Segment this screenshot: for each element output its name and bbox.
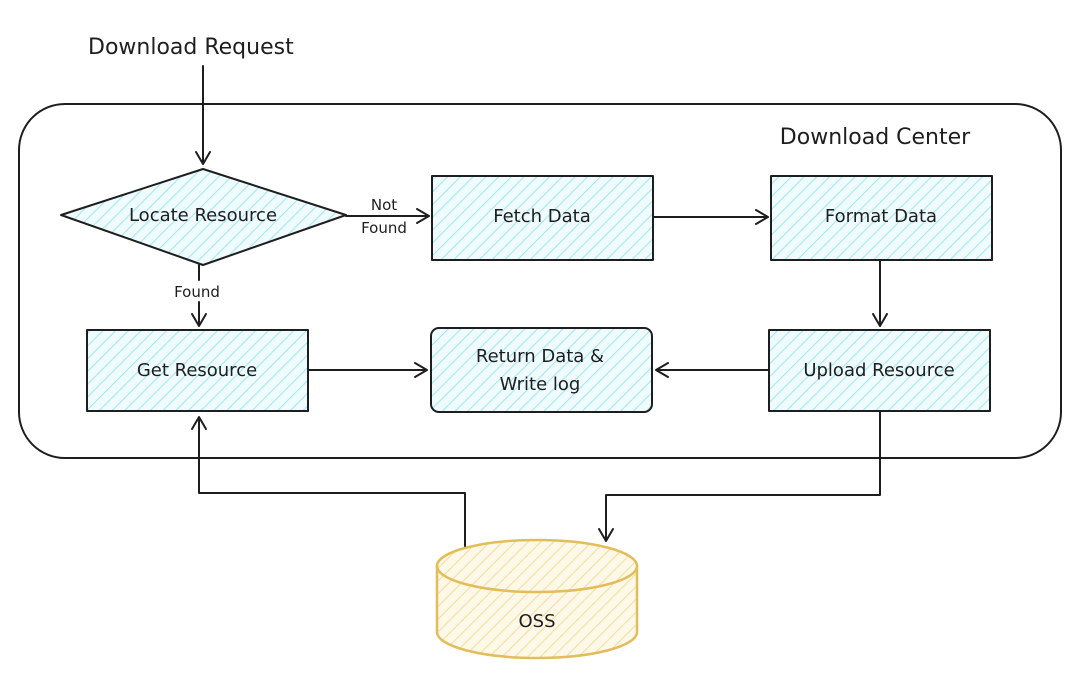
edge-upload-to-oss	[598, 410, 881, 542]
not-found-label-line1: Not	[371, 196, 397, 214]
edge-locate-to-fetch: Not Found	[345, 196, 430, 237]
edge-fetch-to-format	[652, 209, 769, 225]
not-found-label-line2: Found	[361, 219, 407, 237]
locate-resource-node: Locate Resource	[60, 168, 347, 266]
edge-oss-to-get	[191, 416, 466, 547]
download-request-label: Download Request	[88, 35, 294, 60]
download-center-container	[18, 103, 1062, 459]
edge-request-to-locate	[195, 65, 211, 165]
oss-database-node: OSS	[435, 538, 639, 660]
edge-locate-to-get: Found	[174, 264, 220, 327]
format-data-node: Format Data	[770, 175, 993, 261]
return-data-label-line2: Write log	[500, 374, 581, 395]
return-data-label-line1: Return Data &	[476, 346, 604, 367]
upload-resource-label: Upload Resource	[803, 360, 954, 381]
get-resource-label: Get Resource	[137, 360, 257, 381]
locate-resource-label: Locate Resource	[129, 205, 277, 226]
found-label: Found	[174, 283, 220, 301]
edge-get-to-return	[307, 362, 428, 378]
fetch-data-node: Fetch Data	[431, 175, 654, 261]
fetch-data-label: Fetch Data	[493, 206, 591, 227]
format-data-label: Format Data	[825, 206, 937, 227]
download-center-label: Download Center	[780, 125, 971, 150]
upload-resource-node: Upload Resource	[768, 329, 991, 412]
get-resource-node: Get Resource	[86, 329, 309, 412]
edge-format-to-upload	[872, 259, 888, 327]
oss-label: OSS	[518, 611, 555, 632]
return-data-node: Return Data & Write log	[430, 327, 653, 413]
edge-upload-to-return	[655, 362, 770, 378]
